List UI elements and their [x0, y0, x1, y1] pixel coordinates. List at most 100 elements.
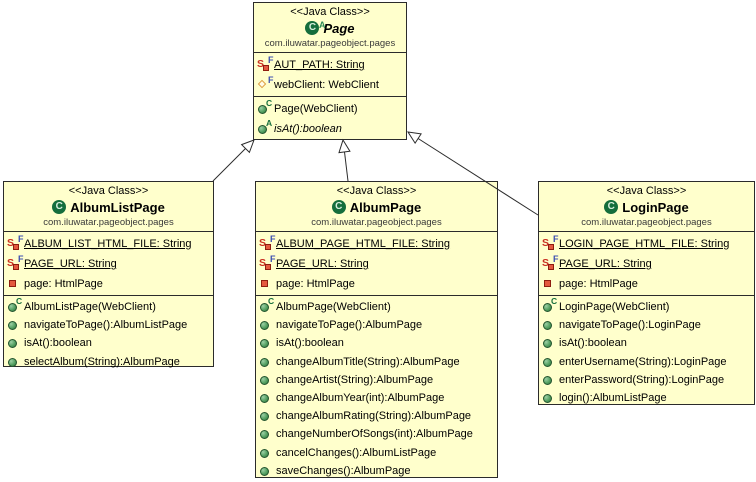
method-label: changeNumberOfSongs(int):AlbumPage: [276, 428, 473, 441]
method-row[interactable]: C Page(WebClient): [257, 98, 403, 119]
method-row[interactable]: changeNumberOfSongs(int):AlbumPage: [259, 425, 494, 443]
method-label: AlbumListPage(WebClient): [24, 301, 156, 314]
stereotype-label: <<Java Class>>: [336, 185, 417, 197]
method-label: navigateToPage():AlbumListPage: [24, 319, 188, 332]
method-row[interactable]: changeArtist(String):AlbumPage: [259, 371, 494, 389]
package-label: com.iluwatar.pageobject.pages: [311, 217, 442, 228]
method-row[interactable]: changeAlbumRating(String):AlbumPage: [259, 407, 494, 425]
method-label: selectAlbum(String):AlbumPage: [24, 355, 180, 368]
field-row[interactable]: page: HtmlPage: [259, 274, 494, 294]
private-field-icon: [542, 277, 559, 291]
abstract-marker: A: [318, 20, 326, 30]
method-row[interactable]: C AlbumListPage(WebClient): [7, 296, 210, 316]
class-header-albumlistpage: <<Java Class>> C AlbumListPage com.iluwa…: [4, 182, 213, 232]
field-row[interactable]: page: HtmlPage: [7, 274, 210, 294]
method-label: enterPassword(String):LoginPage: [559, 373, 725, 386]
public-method-icon: [259, 318, 276, 332]
generalization-edge-albumpage-to-page[interactable]: [338, 138, 351, 182]
method-row[interactable]: saveChanges():AlbumPage: [259, 462, 494, 480]
class-name: AlbumListPage: [70, 200, 165, 215]
field-row[interactable]: F webClient: WebClient: [257, 75, 403, 95]
public-method-icon: [542, 355, 559, 369]
public-method-icon: [7, 336, 24, 350]
class-name: LoginPage: [622, 200, 689, 215]
method-label: isAt():boolean: [559, 337, 627, 350]
method-row[interactable]: isAt():boolean: [542, 334, 751, 352]
constructor-icon: C: [259, 296, 276, 314]
class-box-page[interactable]: <<Java Class>> C A Page com.iluwatar.pag…: [253, 2, 407, 140]
method-label: enterUsername(String):LoginPage: [559, 355, 727, 368]
public-method-icon: [259, 464, 276, 478]
method-row[interactable]: C LoginPage(WebClient): [542, 296, 751, 316]
final-package-field-icon: F: [257, 75, 274, 92]
field-label: ALBUM_LIST_HTML_FILE: String: [24, 238, 192, 250]
public-method-icon: [259, 355, 276, 369]
class-box-albumlistpage[interactable]: <<Java Class>> C AlbumListPage com.iluwa…: [3, 181, 214, 368]
field-label: page: HtmlPage: [24, 278, 103, 290]
method-row[interactable]: C AlbumPage(WebClient): [259, 296, 494, 316]
private-field-icon: [259, 277, 276, 291]
field-label: PAGE_URL: String: [24, 258, 117, 270]
public-method-icon: [7, 318, 24, 332]
method-row[interactable]: login():AlbumListPage: [542, 389, 751, 407]
method-label: Page(WebClient): [274, 103, 358, 115]
method-row[interactable]: changeAlbumTitle(String):AlbumPage: [259, 353, 494, 371]
method-row[interactable]: selectAlbum(String):AlbumPage: [7, 353, 210, 371]
field-label: PAGE_URL: String: [559, 258, 652, 270]
public-method-icon: [542, 336, 559, 350]
field-label: LOGIN_PAGE_HTML_FILE: String: [559, 238, 730, 250]
package-label: com.iluwatar.pageobject.pages: [43, 217, 174, 228]
public-method-icon: [7, 355, 24, 369]
method-row[interactable]: navigateToPage():LoginPage: [542, 316, 751, 334]
class-icon: C: [604, 200, 619, 215]
field-label: AUT_PATH: String: [274, 59, 365, 71]
method-label: isAt():boolean: [276, 337, 344, 350]
field-label: page: HtmlPage: [276, 278, 355, 290]
stereotype-label: <<Java Class>>: [606, 185, 687, 197]
method-row[interactable]: changeAlbumYear(int):AlbumPage: [259, 389, 494, 407]
method-row[interactable]: enterPassword(String):LoginPage: [542, 371, 751, 389]
method-label: changeAlbumYear(int):AlbumPage: [276, 392, 445, 405]
method-label: LoginPage(WebClient): [559, 301, 670, 314]
public-method-icon: [259, 336, 276, 350]
method-row[interactable]: A isAt():boolean: [257, 118, 403, 139]
method-row[interactable]: enterUsername(String):LoginPage: [542, 353, 751, 371]
generalization-edge-albumlistpage-to-page[interactable]: [212, 139, 255, 182]
method-row[interactable]: isAt():boolean: [259, 334, 494, 352]
method-row[interactable]: isAt():boolean: [7, 334, 210, 352]
field-row[interactable]: page: HtmlPage: [542, 274, 751, 294]
method-row[interactable]: navigateToPage():AlbumListPage: [7, 316, 210, 334]
public-method-icon: [259, 391, 276, 405]
class-box-loginpage[interactable]: <<Java Class>> C LoginPage com.iluwatar.…: [538, 181, 755, 405]
method-label: login():AlbumListPage: [559, 392, 667, 405]
field-label: ALBUM_PAGE_HTML_FILE: String: [276, 238, 451, 250]
method-row[interactable]: navigateToPage():AlbumPage: [259, 316, 494, 334]
method-row[interactable]: cancelChanges():AlbumListPage: [259, 444, 494, 462]
method-label: changeAlbumTitle(String):AlbumPage: [276, 355, 460, 368]
constructor-icon: C: [542, 296, 559, 314]
public-method-icon: [542, 373, 559, 387]
public-method-icon: [542, 391, 559, 405]
method-label: navigateToPage():AlbumPage: [276, 319, 423, 332]
class-header-albumpage: <<Java Class>> C AlbumPage com.iluwatar.…: [256, 182, 497, 232]
class-name: Page: [323, 21, 355, 36]
class-box-albumpage[interactable]: <<Java Class>> C AlbumPage com.iluwatar.…: [255, 181, 498, 478]
class-header-page: <<Java Class>> C A Page com.iluwatar.pag…: [254, 3, 406, 53]
methods-compartment-albumpage: C AlbumPage(WebClient) navigateToPage():…: [256, 296, 497, 482]
methods-compartment-page: C Page(WebClient) A isAt():boolean: [254, 97, 406, 141]
public-method-icon: [259, 373, 276, 387]
package-label: com.iluwatar.pageobject.pages: [264, 38, 396, 49]
